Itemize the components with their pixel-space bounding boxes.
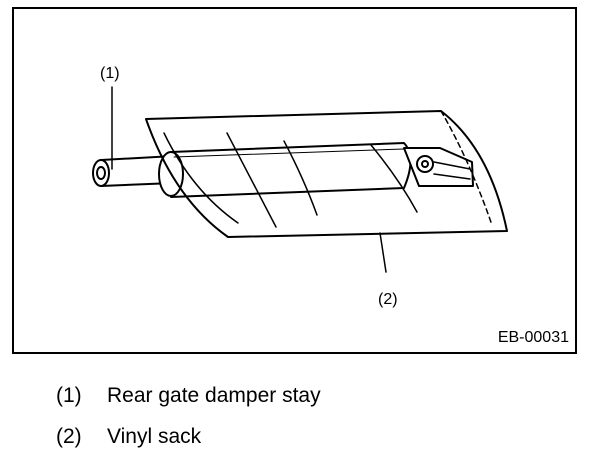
sack-crease-1 xyxy=(226,132,277,228)
vinyl-sack-fold xyxy=(440,110,493,226)
sack-crease-2 xyxy=(283,140,318,216)
sack-crease-3 xyxy=(370,144,418,213)
legend-text: Rear gate damper stay xyxy=(107,384,321,407)
callout-label-1: (1) xyxy=(100,65,120,82)
legend-number: (2) xyxy=(56,425,82,448)
legend-item: (2) Vinyl sack xyxy=(56,426,321,447)
vinyl-sack-outline xyxy=(145,110,508,238)
figure-code: EB-00031 xyxy=(497,329,569,346)
legend-number: (1) xyxy=(56,384,82,407)
rod-end-hole xyxy=(96,166,106,180)
callout-label-2: (2) xyxy=(378,291,398,308)
callout-2-leader xyxy=(379,232,387,273)
legend-text: Vinyl sack xyxy=(107,425,202,448)
damper-cylinder xyxy=(170,142,412,198)
legend-item: (1) Rear gate damper stay xyxy=(56,385,321,406)
legend: (1) Rear gate damper stay (2) Vinyl sack xyxy=(56,385,321,467)
figure-frame: (1) (2) EB-00031 xyxy=(12,7,577,354)
damper-stay-in-vinyl-sack-illustration xyxy=(92,86,508,273)
